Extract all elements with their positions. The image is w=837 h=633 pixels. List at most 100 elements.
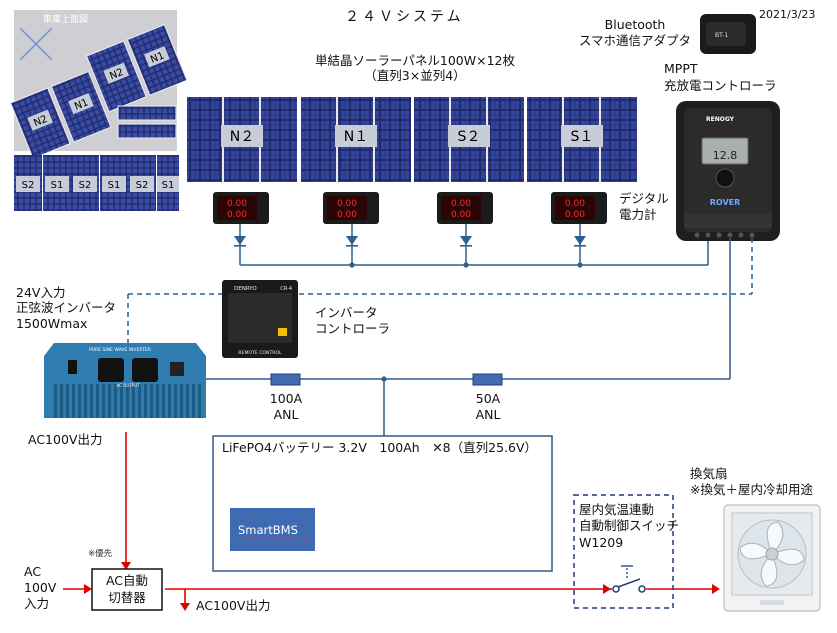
solar-panel-groups: N２ N１ S２ S１ <box>187 97 637 182</box>
thermo-switch-box <box>573 494 674 609</box>
dc-wiring-panels <box>239 224 709 266</box>
arrow-down-icon <box>180 603 190 611</box>
diode-bar <box>574 245 586 247</box>
ac-input-label-line1: AC <box>24 564 42 579</box>
roof-tag-2: N2 <box>108 67 125 82</box>
digital-meter: 0.00 0.00 <box>551 192 607 224</box>
fan-label-line1: 換気扇 <box>690 466 728 481</box>
controller-lcd-value: 12.8 <box>713 149 738 162</box>
thermo-label-line3: W1209 <box>579 535 624 550</box>
bluetooth-label-line1: Bluetooth <box>604 17 666 32</box>
controller-terminal-strip <box>684 214 772 228</box>
panel-label-box <box>448 125 490 147</box>
fan-switch-bar <box>760 600 784 605</box>
digital-meter: 0.00 0.00 <box>323 192 379 224</box>
arrow-right-icon <box>84 584 92 594</box>
inverter-label-line3: 1500Wmax <box>16 316 88 331</box>
inverter-vents <box>54 384 204 418</box>
remote-label-line2: コントローラ <box>315 321 391 336</box>
fuse-50a <box>472 373 503 386</box>
thermo-switch-icon <box>612 565 646 593</box>
digital-meters: 0.00 0.00 0.00 0.00 0.00 0.00 0.00 0.00 <box>213 192 607 224</box>
remote-model: CR-4 <box>280 286 292 292</box>
panel-spec-line2: （直列3×並列4） <box>364 68 466 83</box>
inverter-outlet-1 <box>98 358 124 382</box>
inverter: PURE SINE WAVE INVERTER AC OUTPUT <box>44 343 206 418</box>
controller-terminal <box>738 232 744 238</box>
roof-bottom-tag-2: S2 <box>79 180 92 191</box>
meter-reading: 0.00 <box>451 199 471 209</box>
ac-input-label-line2: 100V <box>24 580 57 595</box>
digital-meter: 0.00 0.00 <box>437 192 493 224</box>
roof-bottom-tag-4: S2 <box>136 180 149 191</box>
panel-spec-line1: 単結晶ソーラーパネル100W×12枚 <box>315 53 515 68</box>
diode-bar <box>346 245 358 247</box>
ac-input-label-line3: 入力 <box>24 596 50 611</box>
arrow-right-icon <box>603 584 611 594</box>
panel-label-n1: N１ <box>344 129 368 145</box>
panel-label-s2: S２ <box>458 129 481 145</box>
bt-adapter-label: BT-1 <box>715 32 728 39</box>
controller-lcd <box>701 137 749 165</box>
roof-panel-tag <box>45 176 69 192</box>
roof-panel-tag <box>68 93 94 115</box>
switcher-label-line1: AC自動 <box>105 573 149 588</box>
bt-adapter-face <box>706 22 746 46</box>
meter-reading: 0.00 <box>337 210 357 220</box>
controller-terminal <box>705 232 711 238</box>
panel-label-box <box>561 125 603 147</box>
roof-bottom-row: S2 S1 S2 S1 S2 S1 <box>14 155 179 211</box>
junction-dot <box>349 262 355 268</box>
roof-panel-tag <box>27 109 53 131</box>
roof-tag-3: N1 <box>149 50 166 65</box>
inverter-port <box>170 362 184 376</box>
thermo-label-line1: 屋内気温連動 <box>579 502 655 517</box>
switcher-label-line2: 切替器 <box>108 590 146 605</box>
meter-reading: 0.00 <box>227 199 247 209</box>
roof-panel-tag <box>130 176 154 192</box>
fan-label-line2: ※換気＋屋内冷却用途 <box>690 482 813 497</box>
ac-output-label-switcher: AC100V出力 <box>196 598 271 613</box>
controller-terminal <box>716 232 722 238</box>
meter-reading: 0.00 <box>337 199 357 209</box>
bluetooth-adapter: BT-1 <box>700 14 756 54</box>
ac-output-label-inverter: AC100V出力 <box>28 432 103 447</box>
junction-dot <box>577 262 583 268</box>
thermo-label-line2: 自動制御スイッチ <box>579 518 680 533</box>
inverter-panel-text: PURE SINE WAVE INVERTER <box>89 347 151 353</box>
inverter-outlet-2 <box>132 358 158 382</box>
meter-label-line2: 電力計 <box>619 207 657 222</box>
meter-screen <box>441 196 481 220</box>
priority-note: ※優先 <box>88 549 113 559</box>
diode-icon <box>346 236 358 245</box>
controller-terminals <box>694 232 755 238</box>
roof-panel-tag <box>144 46 170 68</box>
fuse-100a <box>270 373 301 386</box>
meter-screen <box>217 196 257 220</box>
mppt-label-line1: MPPT <box>664 61 698 76</box>
meter-reading: 0.00 <box>565 199 585 209</box>
bms-label: SmartBMS <box>238 523 298 537</box>
roof-panel-row-tilted: N2 N1 N2 N1 <box>9 23 188 160</box>
meter-reading: 0.00 <box>451 210 471 220</box>
remote-label-line1: インバータ <box>315 305 378 320</box>
switch-contact <box>612 585 620 593</box>
ventilation-fan <box>723 504 821 612</box>
inverter-remote: DENRYO CR-4 REMOTE CONTROL <box>222 280 298 358</box>
remote-power-button <box>278 328 287 336</box>
smart-bms-box <box>230 508 315 551</box>
battery-label: LiFePO4バッテリー 3.2V 100Ah ✕8（直列25.6V） <box>222 440 538 455</box>
fuse1-label-line2: ANL <box>273 407 299 422</box>
diodes <box>234 236 586 268</box>
inverter-label-line1: 24V入力 <box>16 285 66 300</box>
switch-contact <box>638 585 646 593</box>
arrow-right-icon <box>712 584 720 594</box>
roof-panel-tag <box>73 176 97 192</box>
diagram-date: 2021/3/23 <box>759 8 816 21</box>
ac-arrows <box>84 562 720 611</box>
switch-lever <box>617 578 641 588</box>
roof-panel-tag <box>157 176 179 192</box>
panel-label-n2: N２ <box>230 129 254 145</box>
meter-reading: 0.00 <box>227 210 247 220</box>
